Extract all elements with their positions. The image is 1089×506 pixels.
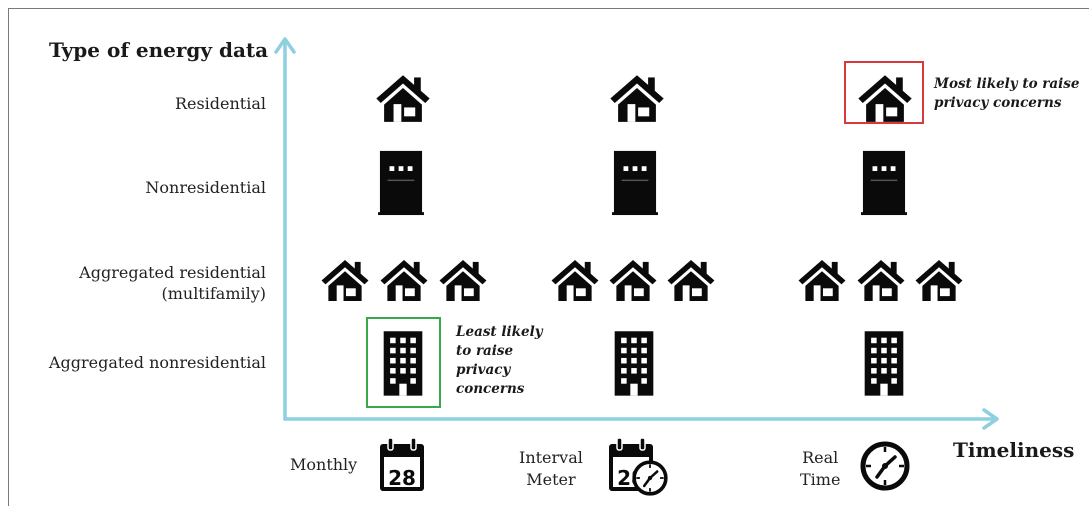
row-label-aggregated-nonresidential: Aggregated nonresidential [48,353,266,372]
figure-frame [8,8,1089,506]
house-icon [321,259,369,302]
house-icon [439,259,487,302]
office-building-icon [383,331,423,396]
house-icon [857,259,905,302]
house-icon [609,259,657,302]
door-building-icon [612,150,658,216]
calendar-icon: 28 [379,437,425,492]
row-label-aggregated-residential: Aggregated residential (multifamily) [79,263,266,303]
col-label-monthly: Monthly [290,455,358,474]
house-icon [915,259,963,302]
office-building-icon [864,331,904,396]
row-label-residential: Residential [174,94,266,113]
door-building-icon [861,150,907,216]
row-label-nonresidential: Nonresidential [145,178,266,197]
calendar-day-text: 28 [388,466,416,490]
most-likely-note: Most likely to raise privacy concerns [934,76,1080,111]
house-icon [798,259,846,302]
col-label-interval-meter: Interval Meter [519,448,583,489]
door-building-icon [378,150,424,216]
house-icon [380,259,428,302]
col-label-real-time: Real Time [800,448,841,489]
most-likely-highlight-box [844,61,924,124]
least-likely-note: Least likely to raise privacy concerns [456,324,543,397]
x-axis-arrowhead [982,408,999,430]
least-likely-highlight-box [366,317,441,408]
house-icon [551,259,599,302]
house-icon [667,259,715,302]
x-axis-title: Timeliness [953,438,1075,462]
clock-icon [860,441,910,491]
office-building-icon [614,331,654,396]
calendar-clock-icon: 28 [608,437,668,496]
house-icon [376,75,430,122]
y-axis-arrowhead [274,37,296,54]
y-axis-title: Type of energy data [49,38,269,62]
house-icon [610,75,664,122]
